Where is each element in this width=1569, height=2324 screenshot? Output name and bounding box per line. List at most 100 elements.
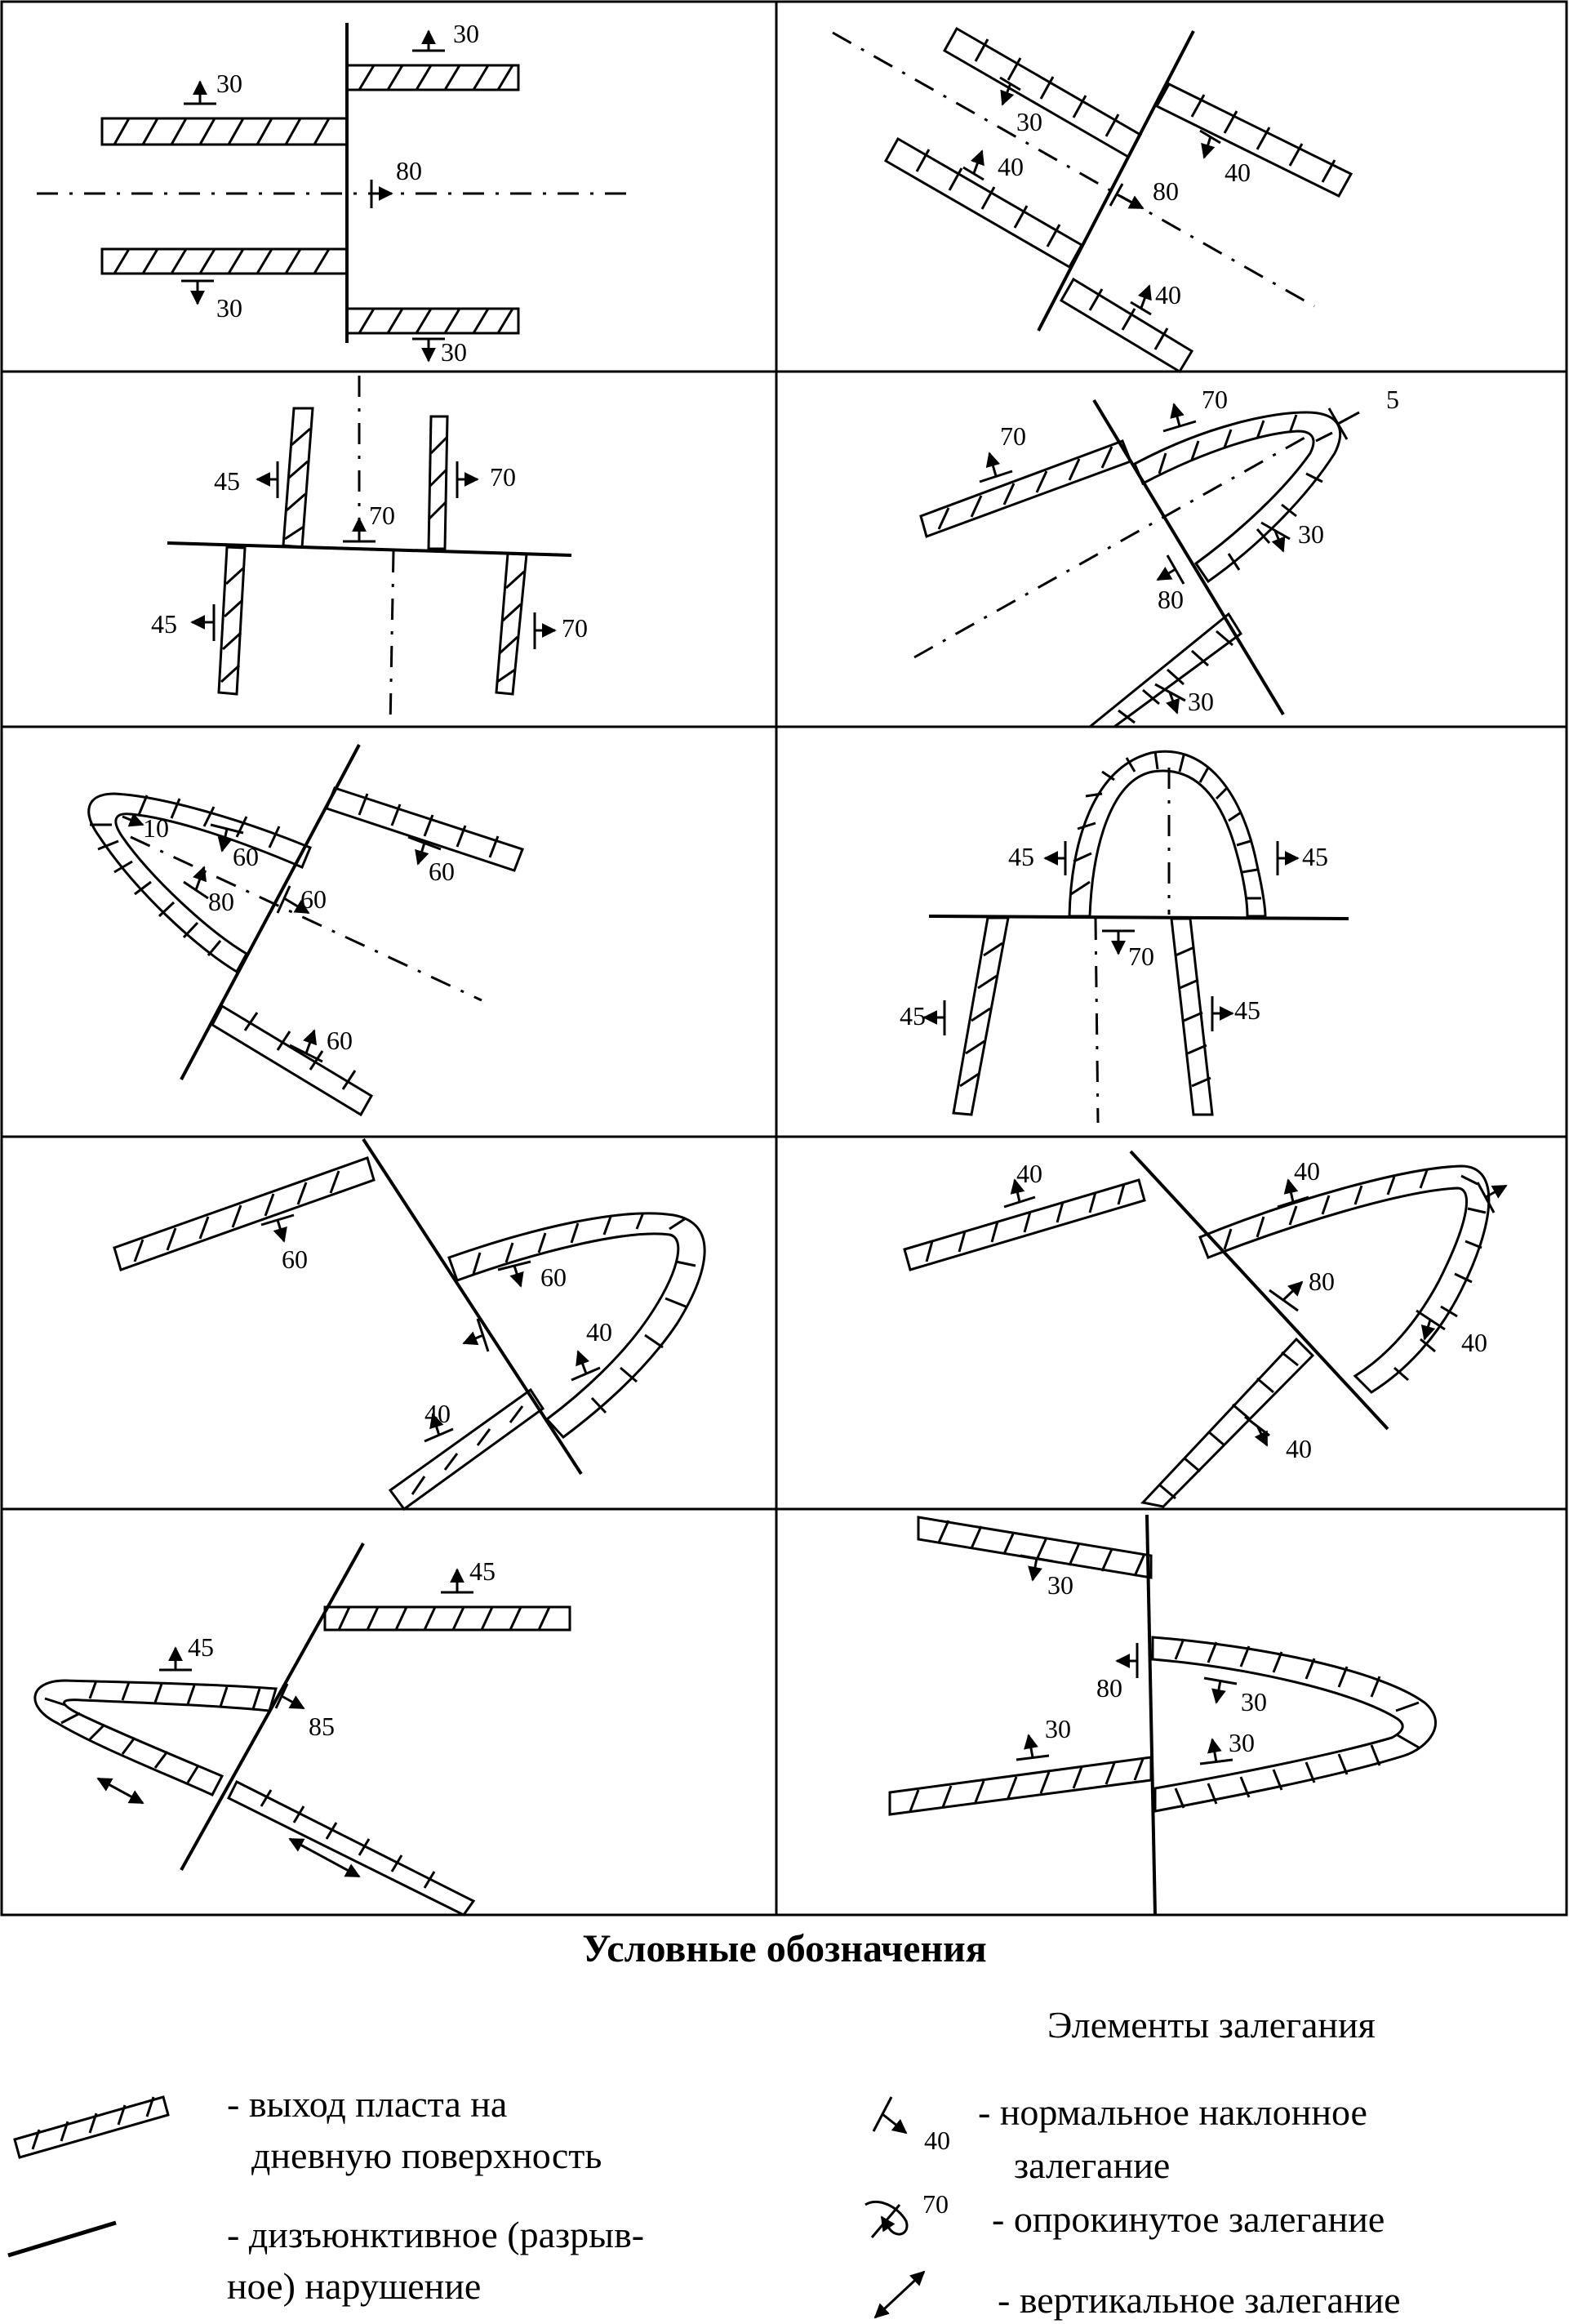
panel-9: 45 45 85 bbox=[33, 1543, 571, 1917]
dip-label: 60 bbox=[429, 857, 455, 886]
bed-outcrops bbox=[888, 1516, 1437, 1816]
dip-label: 60 bbox=[540, 1262, 567, 1292]
dip-symbols bbox=[181, 31, 445, 361]
legend-subtitle: Элементы залегания bbox=[1047, 2004, 1376, 2046]
dip-label: 40 bbox=[424, 1399, 451, 1428]
dip-label: 40 bbox=[1461, 1328, 1487, 1357]
dip-label: 30 bbox=[1045, 1714, 1071, 1743]
fault-line bbox=[180, 1543, 365, 1871]
bed-outcrops bbox=[100, 64, 520, 335]
legend-title: Условные обозначения bbox=[582, 1927, 987, 1970]
legend-normal-line-2: залегание bbox=[1014, 2144, 1170, 2186]
dip-symbols bbox=[122, 813, 442, 1063]
bed-hatching bbox=[90, 793, 500, 1090]
dip-label: 60 bbox=[327, 1026, 353, 1055]
fold-axis bbox=[913, 435, 1307, 659]
dip-label: 30 bbox=[1229, 1728, 1255, 1757]
bed-outcrops bbox=[33, 1605, 571, 1917]
dip-label: 10 bbox=[143, 813, 169, 843]
panel-5: 10 60 60 80 60 60 bbox=[87, 744, 524, 1117]
dip-label: 60 bbox=[233, 842, 259, 871]
dip-label: 80 bbox=[1153, 176, 1179, 206]
panel-3: 45 70 70 45 70 bbox=[151, 376, 588, 728]
bed-hatching bbox=[113, 65, 514, 334]
dip-label: 70 bbox=[1000, 421, 1026, 451]
dip-label: 80 bbox=[208, 887, 234, 916]
dip-label: 85 bbox=[309, 1712, 335, 1741]
dip-label: 30 bbox=[216, 69, 242, 98]
panel-8: 40 40 80 40 40 bbox=[903, 1150, 1506, 1508]
legend-outcrop-line-1: - выход пласта на bbox=[227, 2083, 507, 2125]
dip-label: 45 bbox=[900, 1001, 926, 1031]
legend-vertical-dip-symbol bbox=[873, 2270, 926, 2319]
dip-label: 60 bbox=[282, 1244, 308, 1274]
dip-label: 45 bbox=[188, 1632, 214, 1662]
bed-hatching bbox=[937, 414, 1333, 724]
legend-normal-dip-value: 40 bbox=[924, 2126, 950, 2155]
dip-label: 80 bbox=[1158, 585, 1184, 614]
bed-outcrops bbox=[113, 1156, 706, 1511]
fault-line bbox=[1129, 1150, 1389, 1431]
dip-label: 45 bbox=[151, 609, 177, 639]
dip-symbols bbox=[962, 76, 1221, 316]
dip-label: 70 bbox=[1202, 385, 1228, 414]
dip-label: 30 bbox=[216, 293, 242, 323]
bed-hatching bbox=[44, 1606, 551, 1889]
dip-label: 30 bbox=[441, 337, 467, 367]
legend-fault-line-2: ное) нарушение bbox=[227, 2265, 481, 2307]
dip-label: 40 bbox=[1016, 1159, 1042, 1188]
dip-label: 30 bbox=[1241, 1687, 1267, 1716]
bed-outcrops bbox=[919, 411, 1342, 728]
dip-symbols bbox=[1004, 1180, 1506, 1445]
fault-line bbox=[1037, 30, 1195, 332]
legend-fault-symbol bbox=[7, 2220, 117, 2258]
fault-line bbox=[1092, 398, 1285, 716]
dip-label: 70 bbox=[1128, 942, 1154, 971]
bed-outcrops bbox=[952, 750, 1267, 1116]
fault-line bbox=[1145, 1514, 1157, 1916]
dip-label: 30 bbox=[1016, 107, 1042, 136]
legend-fault-line-1: - дизъюнктивное (разрыв- bbox=[227, 2214, 644, 2255]
dip-label: 45 bbox=[1008, 842, 1034, 871]
dip-symbols bbox=[1016, 1554, 1238, 1765]
dip-label: 40 bbox=[998, 152, 1024, 181]
dip-label: 30 bbox=[1047, 1570, 1073, 1600]
dip-label: 40 bbox=[1286, 1434, 1312, 1463]
dip-label: 60 bbox=[300, 884, 327, 914]
dip-label: 30 bbox=[1298, 519, 1324, 549]
bed-hatching bbox=[133, 1170, 696, 1495]
dip-label: 40 bbox=[586, 1317, 612, 1347]
bed-hatching bbox=[915, 38, 1336, 350]
dip-label: 70 bbox=[562, 613, 588, 643]
dip-label: 30 bbox=[453, 19, 479, 48]
dip-label: 40 bbox=[1225, 158, 1251, 187]
legend-normal-line-1: - нормальное наклонное bbox=[978, 2091, 1367, 2133]
panel-grid bbox=[0, 0, 1568, 1917]
legend-outcrop-line-2: дневную поверхность bbox=[251, 2135, 602, 2176]
dip-label: 45 bbox=[1234, 995, 1260, 1025]
dip-symbols bbox=[260, 1213, 601, 1443]
bed-hatching bbox=[959, 750, 1261, 1088]
dip-label: 5 bbox=[1386, 385, 1399, 414]
fault-line bbox=[167, 541, 572, 557]
dip-label: 80 bbox=[396, 156, 422, 185]
bed-hatching bbox=[909, 1520, 1420, 1812]
legend-overturned-label: - опрокинутое залегание bbox=[992, 2198, 1385, 2240]
panel-4: 70 70 5 30 80 30 bbox=[913, 385, 1399, 728]
panel-10: 30 80 30 30 30 bbox=[888, 1514, 1437, 1916]
fault-line bbox=[362, 1138, 583, 1476]
dip-label: 70 bbox=[369, 501, 395, 530]
legend-vertical-label: - вертикальное залегание bbox=[998, 2279, 1401, 2321]
legend: Условные обозначения Элементы залегания … bbox=[7, 1927, 1401, 2321]
fold-axis bbox=[358, 376, 395, 728]
dip-label: 45 bbox=[214, 466, 240, 496]
dip-symbols bbox=[924, 841, 1298, 1035]
panel-6: 45 45 70 45 45 bbox=[900, 750, 1349, 1124]
panel-2: 30 40 40 80 40 bbox=[832, 26, 1353, 374]
dip-label: 45 bbox=[469, 1556, 496, 1586]
dip-label: 40 bbox=[1155, 280, 1181, 309]
legend-outcrop-symbol bbox=[13, 2095, 170, 2159]
panel-7: 60 60 40 40 bbox=[113, 1138, 706, 1511]
dip-label: 70 bbox=[490, 462, 516, 492]
